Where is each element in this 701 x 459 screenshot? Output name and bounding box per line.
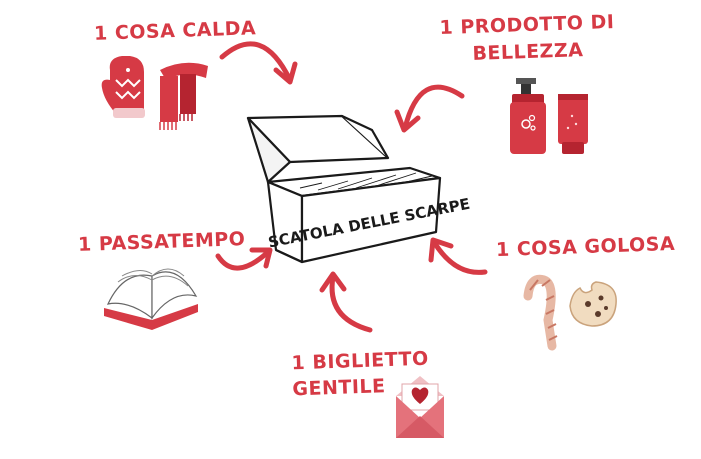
tube-icon [558,94,588,154]
shoe-box-hatching [299,172,433,191]
arrow-hobby-head [249,247,273,269]
arrow-card-head [319,271,347,293]
shoe-box [246,114,442,264]
arrows [215,41,488,333]
arrow-card [329,274,373,333]
arrow-beauty [402,84,465,131]
arrow-beauty-head [394,109,421,133]
cookie-icon [569,281,617,327]
scarf-icon [159,62,208,130]
envelope-heart-icon [396,376,444,438]
shoe-box-front [300,176,442,264]
arrow-warm-head [273,61,298,85]
candy-cane-icon [523,274,558,351]
arrow-warm [219,41,293,83]
arrow-sweet-head [428,237,454,263]
arrow-hobby [215,249,271,271]
mitten-icon [101,56,145,118]
arrow-sweet [431,239,488,275]
pump-bottle-icon [510,78,546,154]
shoe-box-lid-side [246,116,292,184]
shoe-box-lid-flap [341,115,389,159]
book-icon [104,268,198,330]
